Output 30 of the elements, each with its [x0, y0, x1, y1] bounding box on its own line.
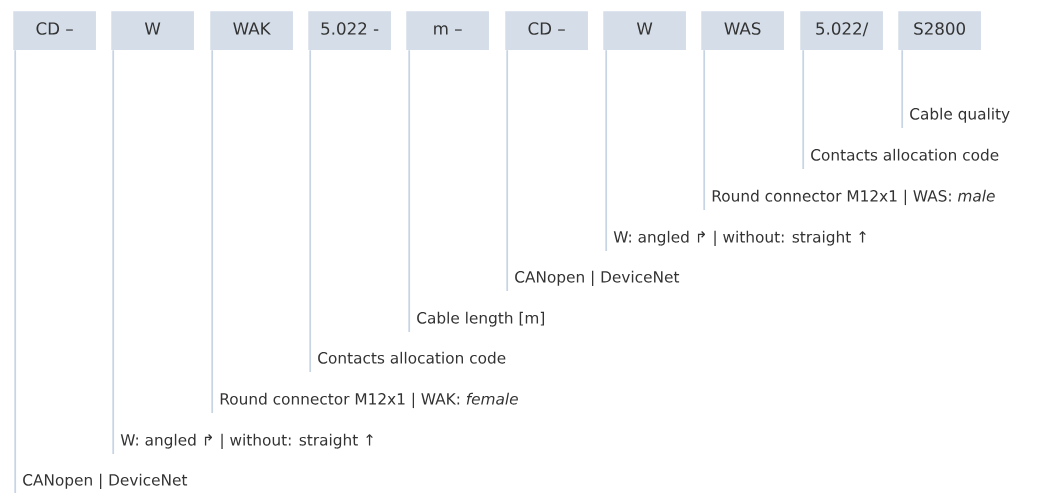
code-box: m –	[406, 11, 489, 50]
connector-line	[309, 49, 312, 373]
code-box: S2800	[898, 11, 981, 50]
description-text: Cable quality	[910, 107, 1010, 123]
description-text: W: angled ↱ | without: straight ↑	[613, 230, 866, 247]
description-text: Cable length [m]	[417, 311, 544, 327]
description-text: Contacts allocation code	[318, 351, 506, 364]
code-box: 5.022/	[800, 11, 883, 50]
connector-line	[211, 49, 214, 414]
code-box: WAK	[210, 11, 293, 50]
connector-line	[703, 49, 706, 211]
connector-line	[408, 49, 411, 333]
description-text: Round connector M12x1 | WAK: female	[220, 392, 518, 409]
connector-line	[605, 49, 608, 252]
code-box: WAS	[701, 11, 784, 50]
code-box: 5.022 -	[308, 11, 391, 50]
description-text: Contacts allocation code	[811, 148, 999, 161]
connector-line	[901, 49, 904, 129]
description-text: W: angled ↱ | without: straight ↑	[120, 433, 373, 450]
connector-line	[112, 49, 115, 455]
connector-line	[802, 49, 805, 170]
description-text: CANopen | DeviceNet	[515, 270, 680, 287]
description-text: Round connector M12x1 | WAS: male	[712, 189, 995, 206]
code-box: W	[111, 11, 194, 50]
code-box: W	[603, 11, 686, 50]
connector-line	[14, 49, 17, 493]
code-box: CD –	[13, 11, 96, 50]
description-text: CANopen | DeviceNet	[23, 473, 188, 490]
connector-line	[506, 49, 509, 292]
code-box: CD –	[505, 11, 588, 50]
